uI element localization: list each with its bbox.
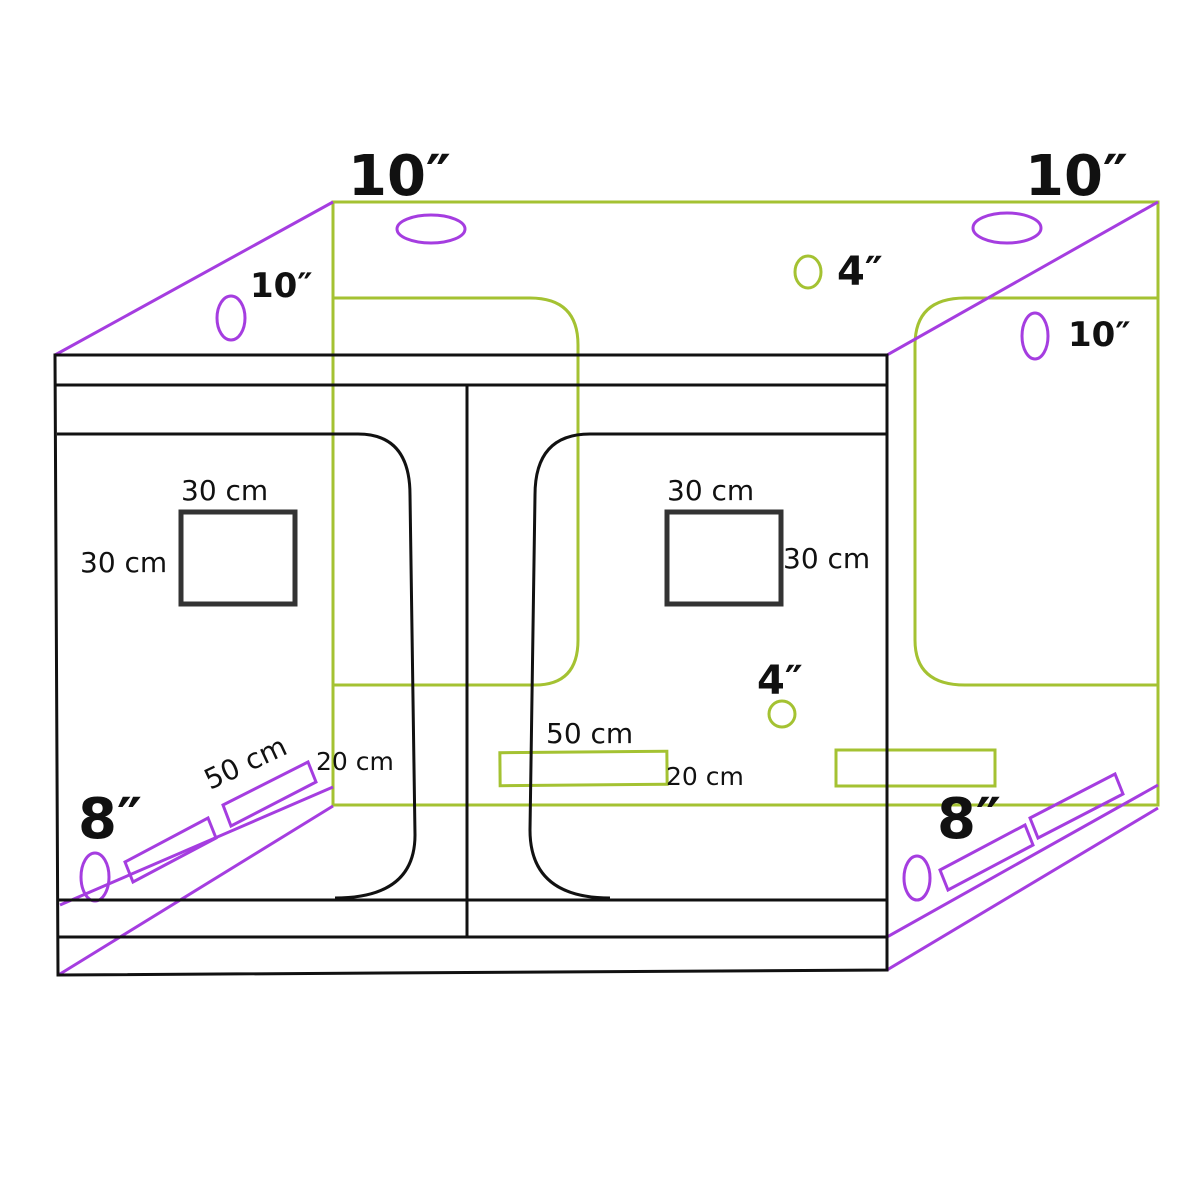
left-side-vent-icon bbox=[215, 294, 247, 342]
left-bottom-port-label: 8″ bbox=[78, 787, 142, 852]
left-window-width-label: 30 cm bbox=[181, 474, 268, 507]
back-panel bbox=[331, 200, 1160, 807]
left-bottom-port-icon bbox=[79, 851, 111, 903]
left-floor-vent-width-label: 20 cm bbox=[316, 747, 394, 776]
side-edges bbox=[54, 200, 1159, 976]
top-right-vent-label: 10″ bbox=[1025, 144, 1128, 209]
back-low-port-icon bbox=[767, 699, 797, 729]
left-side-vent-label: 10″ bbox=[250, 266, 313, 306]
top-left-vent-label: 10″ bbox=[348, 144, 451, 209]
front-panel bbox=[53, 353, 889, 977]
back-top-port-icon bbox=[793, 254, 823, 290]
right-bottom-port-icon bbox=[902, 854, 932, 902]
right-window-width-label: 30 cm bbox=[667, 474, 754, 507]
right-bottom-port-label: 8″ bbox=[937, 787, 1001, 852]
back-floor-vent-width-label: 20 cm bbox=[666, 762, 744, 791]
top-left-vent-icon bbox=[395, 213, 467, 245]
left-floor-vent-length-label: 50 cm bbox=[199, 730, 292, 797]
right-side-vent-label: 10″ bbox=[1068, 315, 1131, 355]
back-low-port-label: 4″ bbox=[757, 658, 803, 704]
top-right-vent-icon bbox=[971, 211, 1043, 245]
left-window-height-label: 30 cm bbox=[80, 546, 167, 579]
back-top-port-label: 4″ bbox=[837, 249, 883, 295]
right-side-vent-icon bbox=[1020, 311, 1050, 361]
right-window-height-label: 30 cm bbox=[783, 542, 870, 575]
back-floor-vent-length-label: 50 cm bbox=[546, 717, 633, 750]
